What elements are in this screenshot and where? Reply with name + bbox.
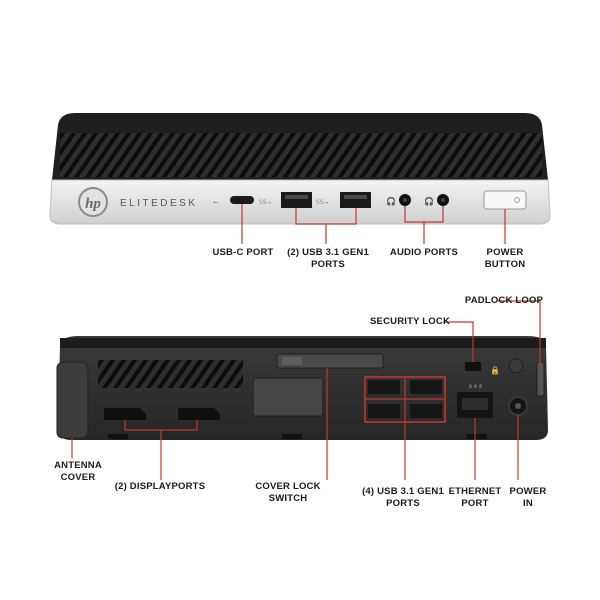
label-usb-c-port: USB-C PORT: [212, 247, 274, 258]
rear-usb-port-3: [368, 404, 400, 418]
front-unit: hp ELITEDESK ⭠ SS⭢ SS⭢ 🎧 🎧: [49, 113, 551, 225]
rear-usb-port-4: [410, 404, 442, 418]
rear-vent-grille: [98, 360, 243, 388]
callout-lines: [71, 204, 541, 480]
screw-icon: [508, 358, 524, 374]
power-icon: [514, 197, 520, 203]
front-usb-port-2: [340, 192, 371, 208]
padlock-loop: [536, 361, 545, 397]
usb-icon: ⭠: [213, 198, 219, 206]
cover-lock-panel: [252, 377, 324, 417]
displayport-2: [178, 408, 220, 420]
headphone-icon: 🎧: [386, 196, 396, 206]
rear-usb-port-1: [368, 380, 400, 394]
hp-logo: hp: [78, 187, 108, 217]
security-lock-slot: [465, 362, 481, 371]
front-usb-port-1: [281, 192, 312, 208]
cover-lock-switch: [276, 353, 384, 369]
ss-usb-icon: SS⭢: [259, 199, 272, 206]
hp-logo-text: hp: [85, 196, 101, 212]
lock-icon: 🔒: [490, 366, 500, 375]
label-padlock-loop: PADLOCK LOOP: [464, 295, 544, 306]
antenna-cover: [56, 361, 89, 439]
label-audio-ports: AUDIO PORTS: [389, 247, 459, 258]
rear-usb-port-2: [410, 380, 442, 394]
usb-c-port: [230, 196, 254, 204]
front-vent-grille: [60, 133, 542, 177]
label-security-lock: SECURITY LOCK: [370, 316, 451, 327]
label-displayports: (2) DISPLAYPORTS: [114, 481, 206, 492]
rear-top-edge: [60, 338, 546, 348]
headset-icon: 🎧: [424, 196, 434, 206]
ss-usb-icon-2: SS⭢: [316, 199, 329, 206]
model-name: ELITEDESK: [120, 198, 198, 209]
displayport-1: [104, 408, 146, 420]
rear-unit: ⋔⋔⋔ 🔒: [56, 336, 548, 440]
network-icon: ⋔⋔⋔: [468, 383, 483, 390]
